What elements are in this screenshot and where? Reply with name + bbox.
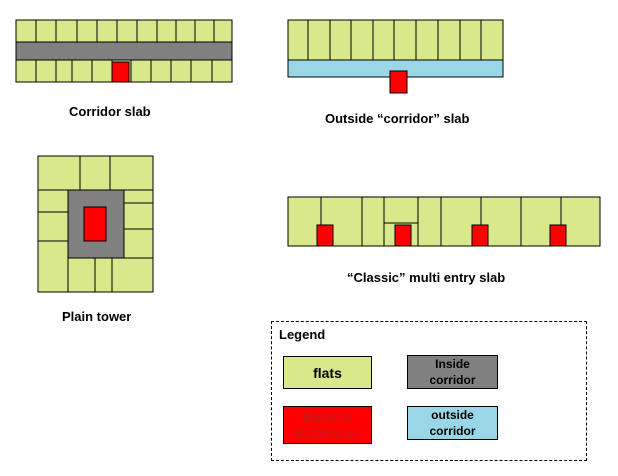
legend-inside-corridor-swatch: Inside corridor: [407, 355, 498, 389]
legend-elevators-swatch: Elevators & staircases: [283, 406, 372, 444]
inside-corridor: [15, 41, 233, 61]
legend-inside-corridor-line1: Inside: [435, 357, 470, 371]
legend-flats-label: flats: [313, 364, 342, 381]
elevator: [83, 206, 107, 242]
flat-row: [15, 19, 233, 43]
elevator: [316, 224, 334, 247]
elevator: [471, 224, 489, 247]
outside-corridor-slab-diagram: [287, 19, 504, 94]
legend-flats-swatch: flats: [283, 356, 372, 389]
classic-slab-label: “Classic” multi entry slab: [347, 270, 506, 285]
legend-outside-corridor-line2: corridor: [429, 424, 476, 438]
plain-tower-diagram: [37, 155, 154, 293]
legend: [271, 321, 587, 461]
classic-slab-diagram: [287, 196, 601, 247]
legend-outside-corridor-line1: outside: [431, 408, 474, 422]
corridor-slab-label: Corridor slab: [69, 104, 151, 119]
elevator: [389, 70, 408, 94]
elevator: [394, 224, 412, 247]
legend-title: Legend: [279, 327, 326, 342]
outside-corridor-slab-label: Outside “corridor” slab: [325, 111, 470, 126]
legend-elevators-line1: Elevators: [302, 410, 353, 424]
corridor-slab-top-flats: [15, 19, 233, 43]
legend-inside-corridor-line2: corridor: [429, 373, 476, 387]
elevator: [549, 224, 567, 247]
flat-row: [287, 196, 601, 247]
elevator: [111, 61, 130, 83]
legend-outside-corridor-swatch: outside corridor: [407, 406, 498, 440]
plain-tower-label: Plain tower: [62, 309, 132, 324]
corridor-slab-diagram: [15, 19, 233, 83]
legend-elevators-line2: & staircases: [294, 426, 361, 440]
flat-row: [287, 19, 504, 61]
